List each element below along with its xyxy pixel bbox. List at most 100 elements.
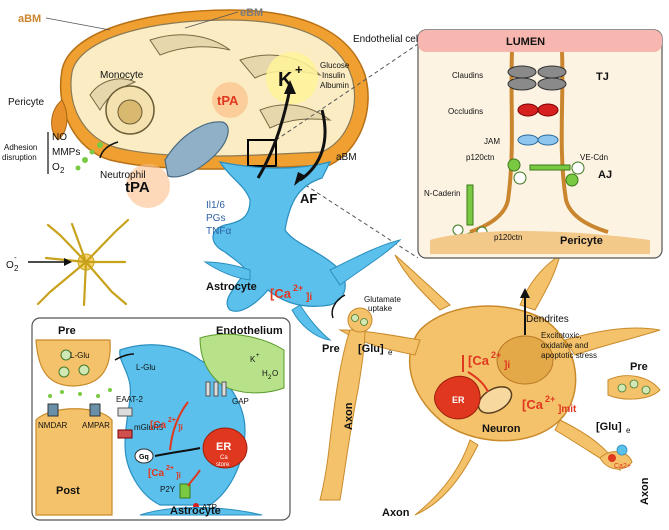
potassium-glow: [266, 52, 318, 104]
claudin-3: [507, 77, 537, 91]
label-tpa-brain: tPA: [217, 93, 239, 108]
label-af: AF: [300, 191, 317, 206]
ve-cdn-bar: [529, 164, 571, 171]
claudin-4: [537, 77, 567, 91]
label-abm-right: aBM: [336, 152, 357, 163]
glu-dot-3: [78, 392, 82, 396]
syn-label-l-glu-astro: L-Glu: [136, 363, 156, 372]
syn-label-ca-i-2-sub: ]i: [176, 471, 181, 480]
label-tpa-big: tPA: [125, 179, 150, 196]
p120-top-1: [507, 158, 521, 172]
syn-label-h2o: H: [262, 369, 268, 378]
astro-blue-dot-right: [616, 444, 628, 456]
glu-dot-5: [108, 388, 112, 392]
syn-label-ca-i-sup: 2+: [168, 417, 176, 424]
abm-top-leader: [45, 17, 111, 31]
neutrophil-cell: [164, 121, 229, 178]
label-adhesion-2: disruption: [2, 153, 37, 162]
arrow-stress-head: [520, 288, 530, 298]
tj-pericyte-body: [430, 231, 650, 254]
label-pre-mid: Pre: [322, 343, 340, 355]
label-pgs: PGs: [206, 213, 225, 224]
astrocyte-process-down: [291, 304, 332, 341]
neuron-axon-bottom: [414, 439, 479, 516]
label-excito-2: oxidative and: [541, 341, 588, 350]
ca-dot-right: [608, 454, 616, 462]
syn-label-er-sub2: store: [216, 462, 230, 468]
claudin-2: [537, 65, 567, 79]
tj-label-p120-top: p120ctn: [466, 153, 494, 162]
label-ca-astro-sub: ]i: [306, 292, 312, 303]
syn-astrocyte-base: [139, 507, 263, 516]
glu-dot-2: [60, 390, 64, 394]
label-ca-neuron-sup: 2+: [491, 350, 501, 360]
vessel-cross-section: [51, 9, 369, 208]
label-ca-mit-sub: ]mit: [558, 404, 577, 415]
label-astrocyte-main: Astrocyte: [206, 281, 257, 293]
ros-dots: [75, 142, 103, 171]
axon-left-process: [319, 329, 366, 501]
label-axon-bottom: Axon: [382, 507, 410, 519]
label-endothelial-cell: Endothelial cell: [353, 34, 420, 45]
pre-terminal-mid: [347, 307, 373, 333]
mglur5-receptor: [117, 429, 133, 439]
arrow-k-head: [284, 80, 296, 94]
label-glu-e-mid-sub: e: [388, 348, 393, 357]
syn-label-er-sub: Ca: [220, 455, 228, 461]
syn-label-k: K: [250, 355, 256, 364]
syn-label-ca-i-sub: ]i: [178, 423, 183, 432]
vesicle-right-3: [641, 385, 651, 395]
ebm-leader: [184, 11, 239, 29]
label-o2-star-sub: 2: [14, 264, 19, 273]
syn-label-nmdar: NMDAR: [38, 421, 68, 430]
label-o2-star: O: [6, 260, 14, 271]
label-adhesion-1: Adhesion: [4, 143, 37, 152]
label-pericyte-left: Pericyte: [8, 97, 45, 108]
label-excito-3: apoptotic stress: [541, 351, 597, 360]
label-neuron: Neuron: [482, 423, 521, 435]
label-glucose: Glucose: [320, 61, 350, 70]
tj-label-aj: AJ: [598, 169, 612, 181]
label-o2-star-sup: -: [14, 253, 17, 262]
arrow-af: [299, 109, 327, 182]
ros-dot-4: [75, 165, 81, 171]
vesicle-right-1: [617, 383, 627, 393]
label-excito-1: Excitotoxic,: [541, 331, 581, 340]
astrocyte-main: [203, 161, 402, 341]
label-glu-e-mid: [Glu]: [358, 343, 384, 355]
label-ca-mit-sup: 2+: [545, 394, 555, 404]
occludin-1: [517, 103, 539, 117]
tj-label-n-caderin: N-Caderin: [424, 189, 460, 198]
syn-label-mglur5: mGluR5: [134, 423, 164, 432]
label-axon-right: Axon: [639, 477, 651, 505]
pericyte-left: [51, 99, 68, 141]
eaat2-transporter: [117, 407, 133, 417]
label-ebm: eBM: [240, 7, 263, 19]
p120-top-2: [513, 171, 527, 185]
syn-label-eaat2: EAAT-2: [116, 395, 144, 404]
syn-vesicle-3: [78, 364, 90, 376]
ca-terminal-right: [599, 451, 633, 470]
jam-2: [537, 134, 559, 146]
jam-1: [517, 134, 539, 146]
astrocyte-process-left: [203, 261, 251, 281]
label-ca2-right: Ca2+: [614, 463, 631, 470]
syn-label-pre: Pre: [58, 325, 76, 337]
syn-label-gap: GAP: [232, 397, 249, 406]
p120-bottom-1: [452, 224, 464, 236]
p120-top-3: [571, 161, 585, 175]
arrow-er-red: [467, 371, 489, 393]
ampar-receptor: [89, 403, 101, 417]
syn-label-endothelium: Endothelium: [216, 325, 283, 337]
label-axon-left: Axon: [343, 402, 355, 430]
neuron-dendrite-1: [394, 254, 451, 311]
label-er-neuron: ER: [452, 395, 465, 405]
reactive-astrocyte-star: [36, 218, 130, 307]
syn-arrow-gq-er: [154, 447, 201, 457]
syn-label-atp: ATP: [202, 503, 217, 512]
syn-label-gq: Gq: [139, 454, 149, 461]
p2y-receptor: [179, 483, 191, 499]
label-ca-neuron-sub: ]i: [504, 360, 510, 371]
label-abm-top: aBM: [18, 13, 41, 25]
